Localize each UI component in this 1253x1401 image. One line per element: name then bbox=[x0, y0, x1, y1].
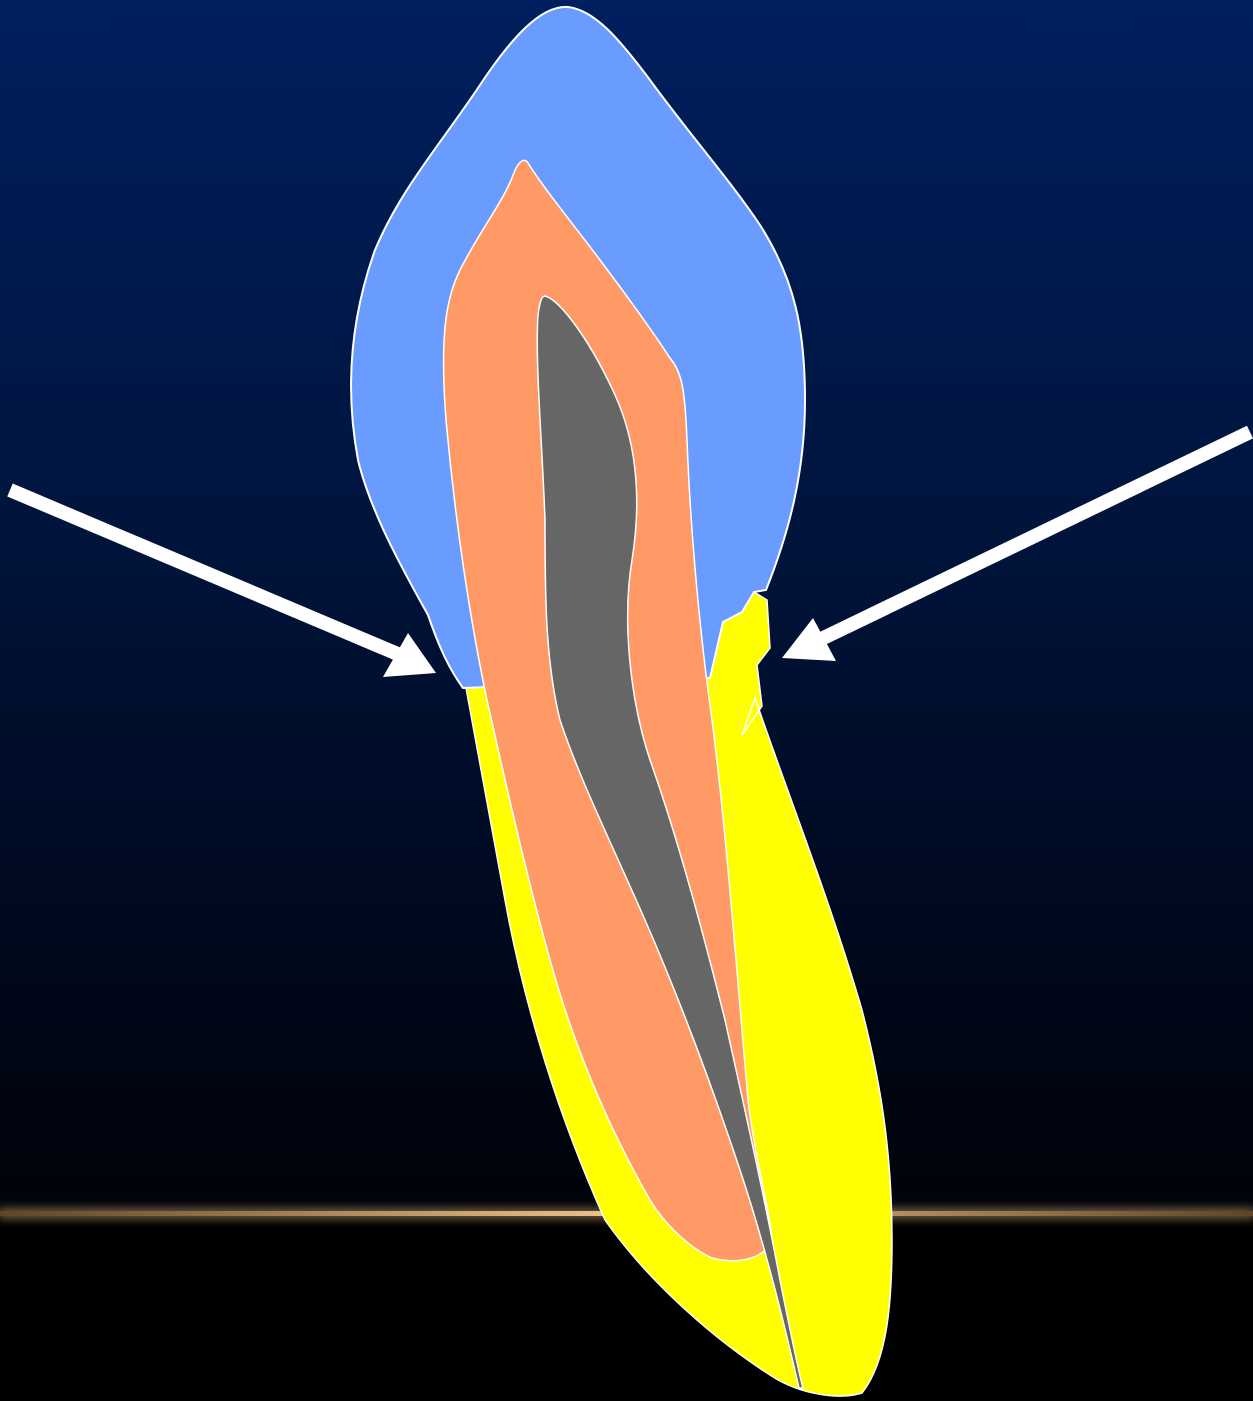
right-arrow-shaft bbox=[815, 432, 1250, 642]
left-arrow-shaft bbox=[10, 490, 400, 655]
right-arrow bbox=[782, 432, 1250, 661]
left-arrow bbox=[10, 490, 436, 677]
